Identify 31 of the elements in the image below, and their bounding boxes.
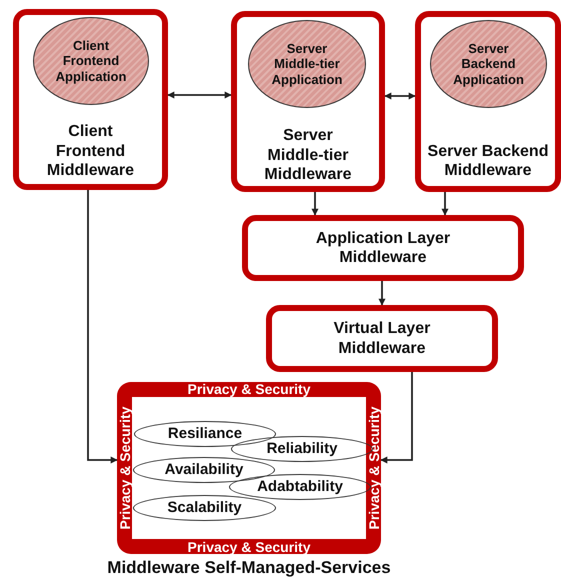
- middleware-box: [415, 11, 561, 192]
- ellipse-label: Client Frontend Application: [54, 38, 128, 84]
- ellipse-label: Availability: [164, 461, 244, 479]
- arrow: [167, 92, 232, 98]
- box-label: Server Backend Middleware: [426, 142, 550, 180]
- ellipse-label: Reliability: [266, 440, 338, 458]
- ellipse-label: Server Backend Application: [452, 40, 525, 88]
- arrow: [378, 281, 386, 306]
- layer-box: [242, 215, 524, 281]
- service-ellipse: [133, 495, 276, 521]
- border-label: Privacy & Security: [366, 406, 380, 532]
- arrow: [384, 92, 416, 100]
- ellipse-label: Scalability: [167, 499, 242, 517]
- arrow: [87, 190, 118, 464]
- arrow: [312, 192, 318, 216]
- layer-box: [266, 305, 498, 372]
- box-label: Client Frontend Middleware: [46, 122, 136, 180]
- border-label: Privacy & Security: [118, 406, 132, 532]
- box-label: Server Middle-tier Middleware: [263, 126, 353, 184]
- arrow: [442, 192, 448, 216]
- ellipse-label: Resiliance: [168, 425, 242, 443]
- ellipse-label: Server Middle-tier Application: [270, 40, 344, 88]
- border-label: Privacy & Security: [186, 382, 312, 396]
- frame-title: Middleware Self-Managed-Services: [106, 559, 392, 576]
- middleware-box: [231, 11, 385, 192]
- arrow: [380, 372, 413, 464]
- box-label: Application Layer Middleware: [314, 228, 452, 268]
- box-label: Virtual Layer Middleware: [332, 319, 432, 358]
- border-label: Privacy & Security: [186, 540, 312, 554]
- ellipse-label: Adabtability: [257, 478, 343, 496]
- middleware-box: [13, 9, 168, 190]
